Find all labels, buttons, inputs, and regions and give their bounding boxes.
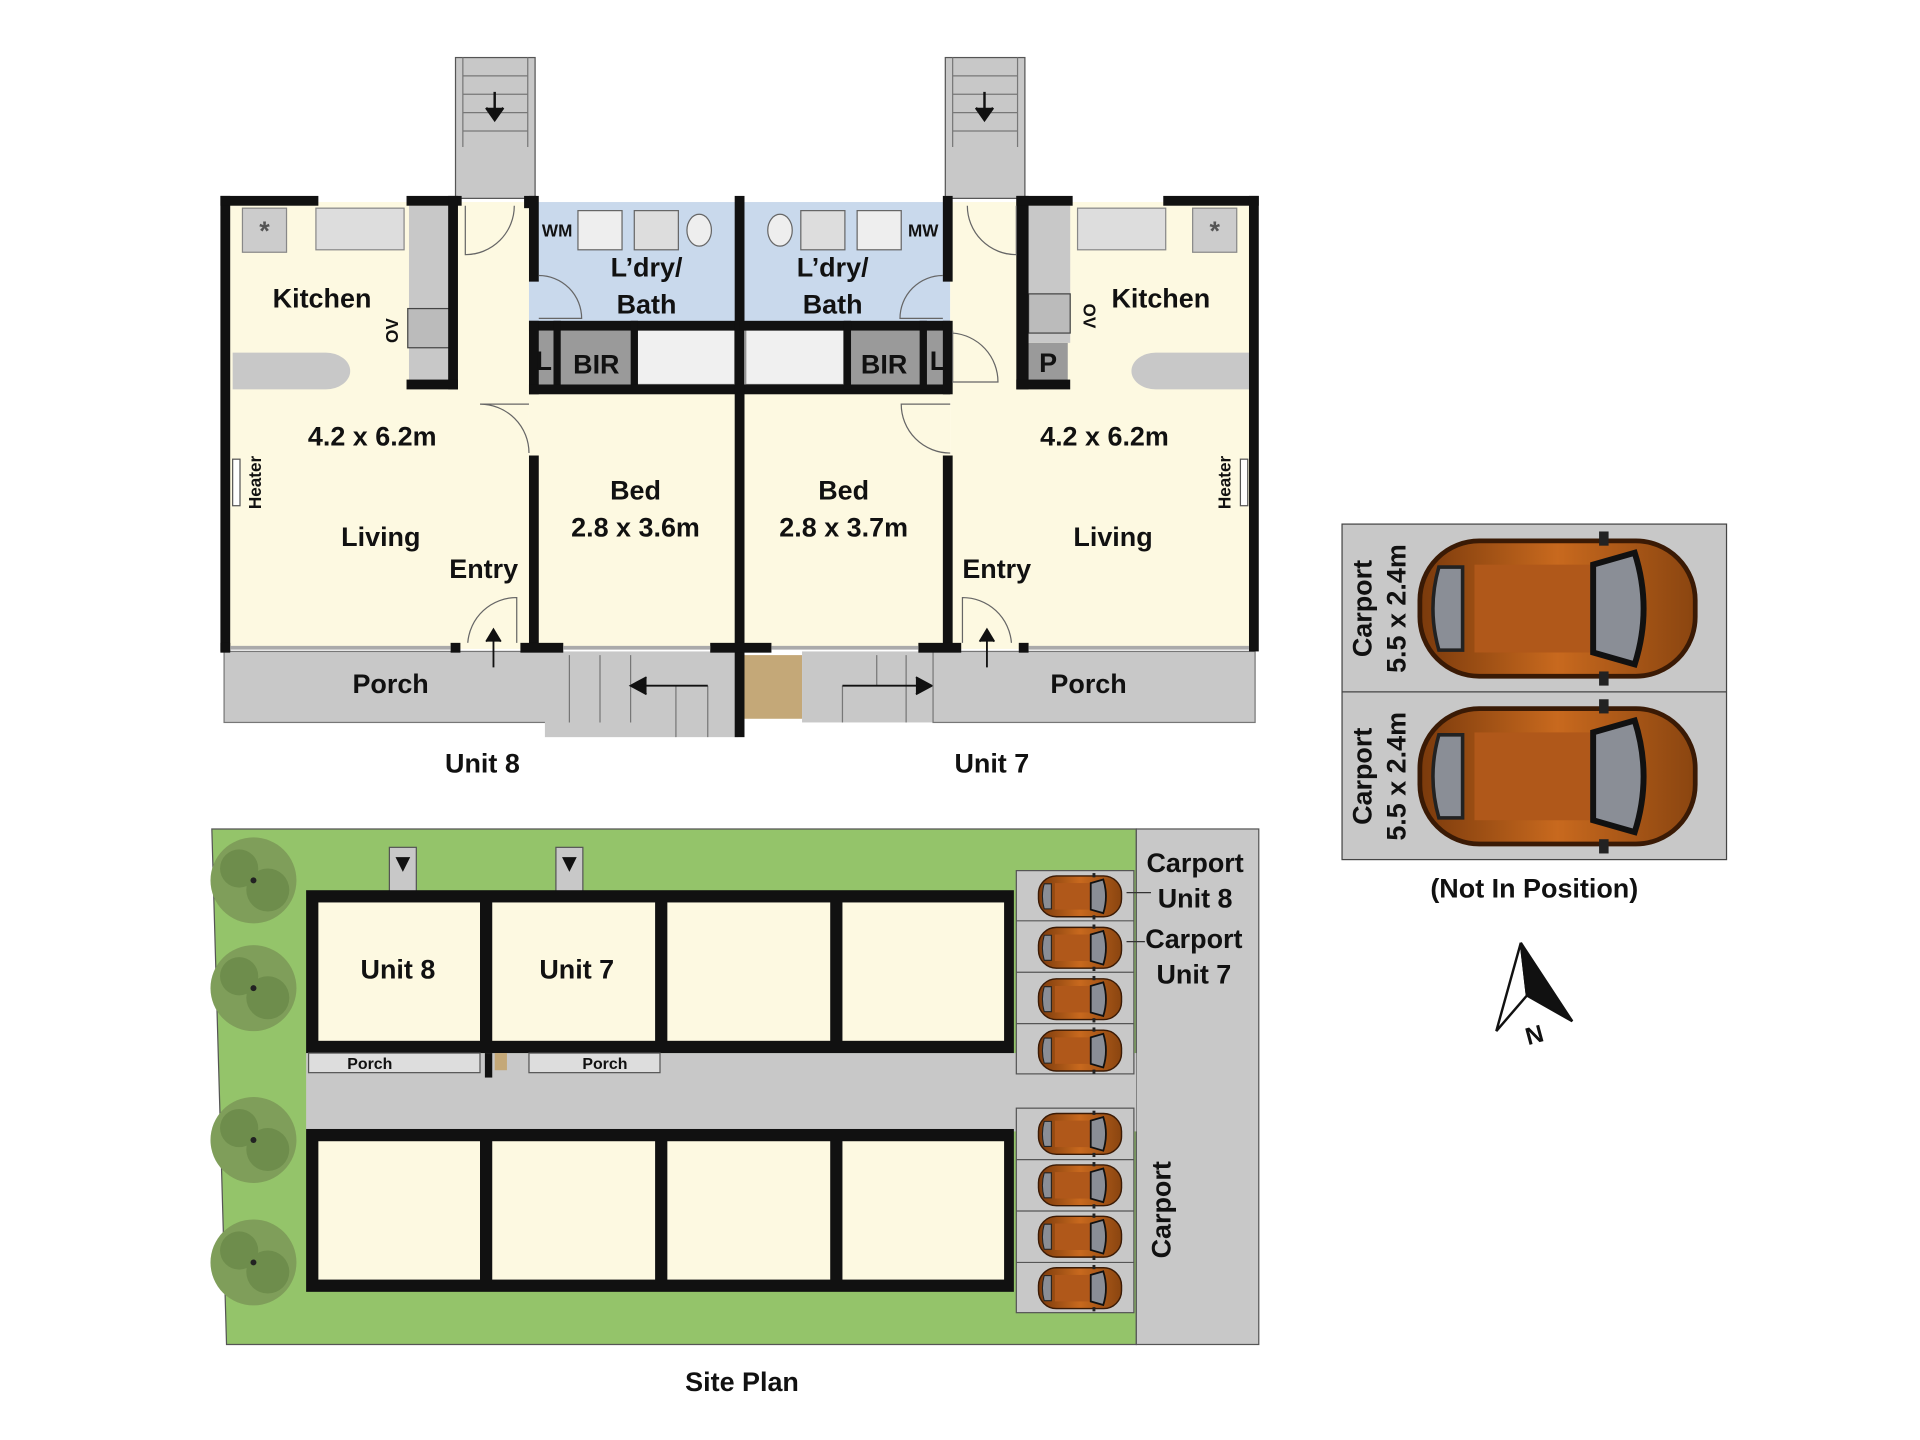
cooktop-icon — [1027, 293, 1071, 334]
bath-label: Bath — [803, 289, 863, 319]
carport-unit-7-label: Carport — [1145, 924, 1242, 954]
site-plan: Unit 8 Unit 7 Porch Porch Carport Unit 8… — [210, 828, 1260, 1397]
site-unit-8-label: Unit 8 — [361, 954, 436, 984]
bed-size: 2.8 x 3.7m — [779, 512, 908, 542]
linen-label: L — [930, 346, 946, 376]
unit-7-title: Unit 7 — [954, 749, 1029, 779]
not-in-position-note: (Not In Position) — [1430, 874, 1638, 904]
entry-label: Entry — [449, 554, 518, 584]
living-label: Living — [1073, 522, 1152, 552]
living-kitchen-unit-8 — [227, 202, 529, 649]
carport-label: Carport — [1147, 1161, 1177, 1258]
tree-icon — [210, 1219, 297, 1306]
bed-size: 2.8 x 3.6m — [571, 512, 700, 542]
carport-bays-top — [1015, 870, 1135, 1075]
north-label: N — [1523, 1020, 1547, 1051]
carport-unit-8-label: Unit 8 — [1158, 883, 1233, 913]
heater-label: Heater — [245, 455, 265, 509]
unit-8-title: Unit 8 — [445, 749, 520, 779]
cooktop-icon — [407, 307, 450, 349]
porch-label: Porch — [1050, 669, 1126, 699]
carport-2-size: 5.5 x 2.4m — [1382, 712, 1412, 841]
entry-label: Entry — [962, 554, 1031, 584]
carport-unit-8-label: Carport — [1146, 848, 1243, 878]
car-icon — [1037, 873, 1123, 920]
living-size: 4.2 x 6.2m — [308, 422, 437, 452]
pantry-label: P — [1039, 348, 1057, 378]
bir-label: BIR — [573, 349, 619, 379]
porch-label: Porch — [352, 669, 428, 699]
driveway — [1135, 828, 1260, 1346]
building-row-top — [306, 890, 1014, 1054]
microwave-label: MW — [908, 220, 939, 240]
car-icon — [1420, 699, 1695, 853]
rear-stairs-unit-7 — [944, 56, 1026, 199]
carport-1-label: Carport — [1347, 560, 1377, 657]
carport-2-label: Carport — [1347, 728, 1377, 825]
car-icon — [1037, 1027, 1123, 1074]
doormat — [744, 655, 803, 719]
car-icon — [1037, 1162, 1123, 1209]
kitchen-label: Kitchen — [273, 283, 372, 313]
site-unit-7-label: Unit 7 — [539, 954, 614, 984]
living-label: Living — [341, 522, 420, 552]
heater-label: Heater — [1215, 455, 1235, 509]
carport-detail: Carport 5.5 x 2.4m Carport 5.5 x 2.4m (N… — [1341, 523, 1728, 904]
bedroom-unit-7 — [739, 389, 951, 649]
linen-label: L — [535, 346, 551, 376]
living-size: 4.2 x 6.2m — [1040, 422, 1169, 452]
floor-plan: * * — [220, 56, 1259, 779]
svg-text:*: * — [1209, 216, 1220, 246]
car-icon — [1037, 1264, 1123, 1312]
site-plan-title: Site Plan — [685, 1367, 799, 1397]
fridge-icon — [1192, 207, 1238, 253]
carport-1-size: 5.5 x 2.4m — [1382, 544, 1412, 673]
oven-label: OV — [382, 318, 402, 343]
tree-icon — [210, 945, 297, 1032]
car-icon — [1037, 1213, 1123, 1260]
tree-icon — [210, 1097, 297, 1183]
front-stairs-unit-8 — [544, 651, 739, 738]
bed-label: Bed — [818, 476, 869, 506]
bir-label: BIR — [861, 349, 907, 379]
carport-unit-7-label: Unit 7 — [1156, 959, 1231, 989]
carport-bays-bottom — [1015, 1107, 1135, 1314]
svg-text:*: * — [259, 216, 270, 246]
site-porch-label: Porch — [347, 1056, 392, 1073]
rear-stairs-unit-8 — [454, 56, 536, 199]
building-row-bottom — [306, 1128, 1014, 1292]
living-kitchen-unit-7 — [950, 202, 1256, 649]
laundry-label: L’dry/ — [797, 253, 869, 283]
site-porch-label: Porch — [582, 1056, 627, 1073]
laundry-label: L’dry/ — [611, 253, 683, 283]
car-icon — [1420, 531, 1695, 685]
car-icon — [1037, 1110, 1123, 1158]
north-arrow-icon: N — [1495, 942, 1574, 1051]
bedroom-unit-8 — [528, 389, 740, 649]
car-icon — [1037, 975, 1123, 1023]
tree-icon — [210, 837, 297, 924]
fridge-icon — [241, 207, 288, 253]
bed-label: Bed — [610, 476, 661, 506]
kitchen-label: Kitchen — [1111, 283, 1210, 313]
oven-label: OV — [1080, 304, 1100, 329]
washing-machine-label: WM — [542, 220, 572, 240]
bath-label: Bath — [617, 289, 677, 319]
car-icon — [1037, 924, 1123, 972]
walls — [220, 195, 1259, 738]
